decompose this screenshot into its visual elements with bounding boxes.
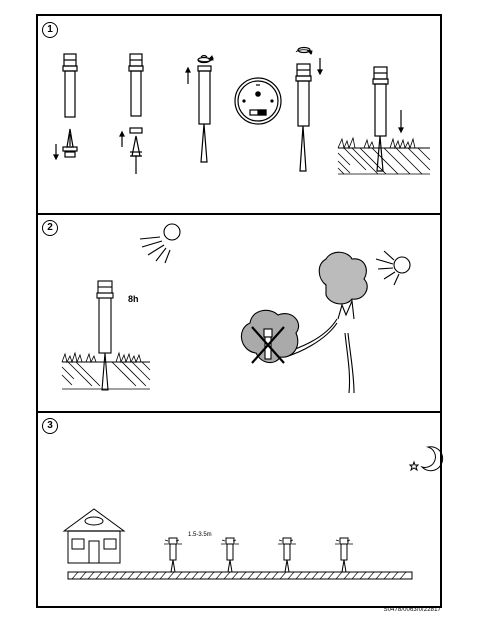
divider-2 bbox=[38, 411, 440, 413]
ground-soil bbox=[337, 136, 431, 175]
product-code: S0478/0063/0/22817 bbox=[383, 607, 441, 613]
solar-light-3 bbox=[185, 54, 212, 163]
spacing-label: 1.5-3.5m bbox=[188, 532, 212, 538]
sunlight-hours-label: 8h bbox=[128, 294, 139, 304]
garden-light-3 bbox=[278, 537, 296, 573]
garden-light-2 bbox=[221, 537, 239, 573]
tree-illustration bbox=[240, 251, 368, 394]
solar-light-in-ground-5 bbox=[372, 66, 404, 172]
step-2-panel: 2 8h bbox=[38, 215, 440, 411]
crescent-moon-icon bbox=[420, 446, 444, 472]
solar-light-body-1 bbox=[62, 53, 78, 118]
step-2-number: 2 bbox=[42, 220, 58, 236]
step-3-layout-illustration bbox=[62, 446, 444, 580]
step-3-number: 3 bbox=[42, 418, 58, 434]
ground-spike-1 bbox=[53, 128, 78, 161]
garden-light-1 bbox=[164, 537, 182, 573]
sun-icon bbox=[375, 250, 411, 286]
house-icon bbox=[62, 508, 126, 564]
battery-switch-closeup bbox=[234, 77, 282, 125]
instruction-frame: 1 bbox=[36, 14, 444, 608]
step-1-panel: 1 bbox=[38, 16, 440, 213]
sun-icon bbox=[139, 223, 181, 264]
step-2-placement-illustration bbox=[61, 223, 411, 394]
step-1-assembly-illustration bbox=[53, 46, 431, 175]
solar-light-4 bbox=[295, 46, 323, 172]
garden-light-4 bbox=[335, 537, 353, 573]
rotate-arrow-icon bbox=[197, 49, 313, 62]
step-3-panel: 3 1.5-3.5m bbox=[38, 413, 444, 606]
star-icon bbox=[408, 460, 420, 472]
ground-soil bbox=[61, 351, 151, 390]
ground-strip bbox=[67, 571, 413, 580]
solar-light-with-spike-2 bbox=[119, 53, 144, 174]
step-1-number: 1 bbox=[42, 22, 58, 38]
solar-light-in-ground bbox=[96, 280, 114, 391]
divider-1 bbox=[38, 213, 440, 215]
x-mark-icon bbox=[251, 326, 285, 364]
